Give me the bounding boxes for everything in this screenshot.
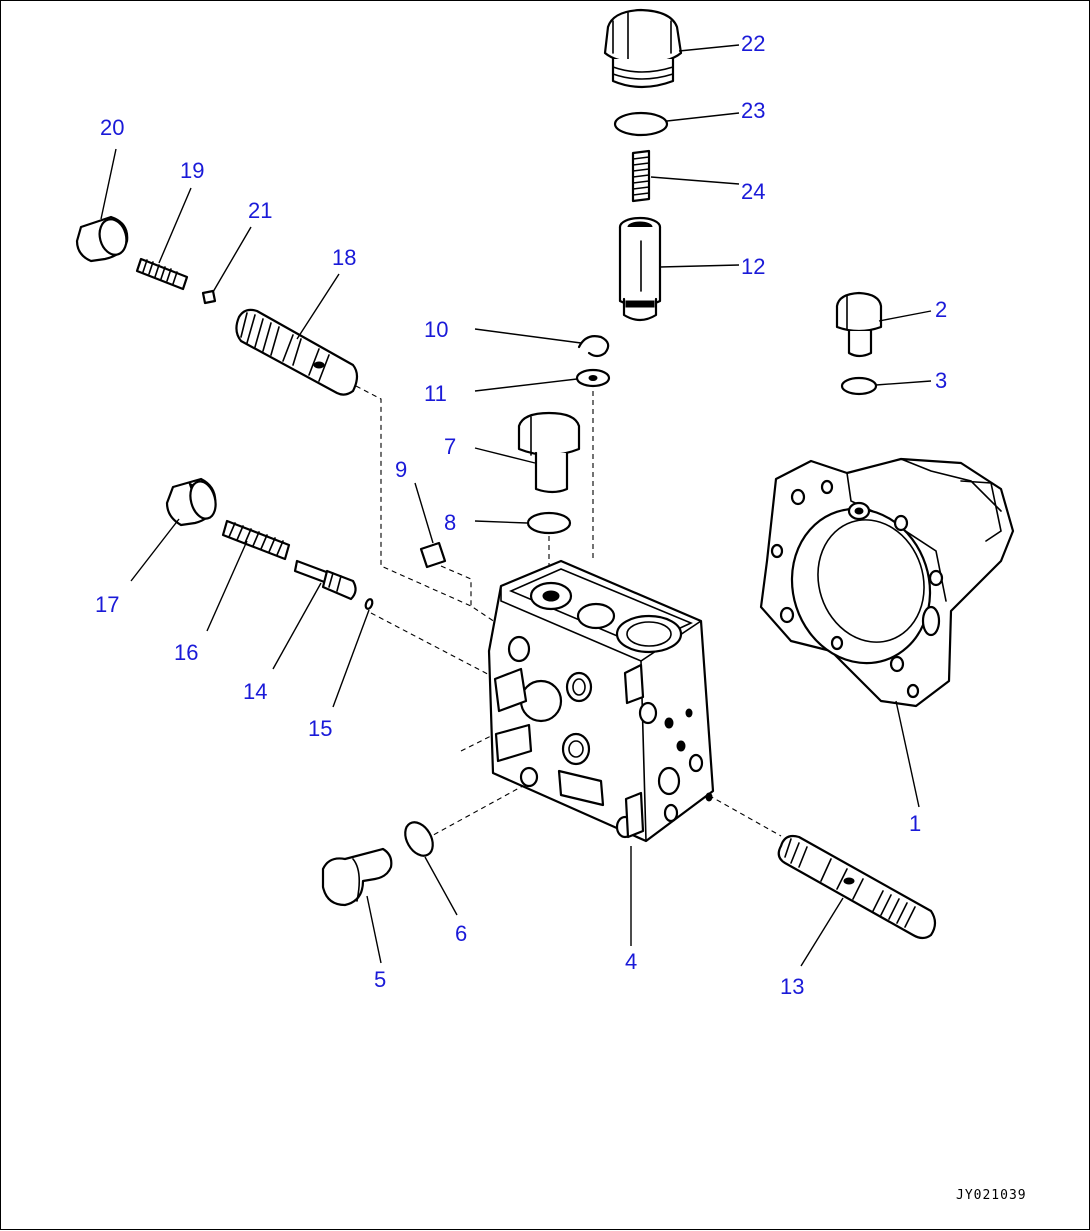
callout-6: 6 xyxy=(455,921,468,946)
callout-12: 12 xyxy=(741,254,766,279)
callout-20: 20 xyxy=(100,115,125,140)
part-8-o-ring xyxy=(526,511,572,535)
assembly-center-lines xyxy=(355,385,782,840)
callout-2: 2 xyxy=(935,297,948,322)
callout-8: 8 xyxy=(444,510,457,535)
part-4-valve-body xyxy=(487,559,715,843)
figure-id: JY021039 xyxy=(956,1188,1027,1203)
callout-7: 7 xyxy=(444,434,457,459)
part-7-plug xyxy=(517,411,581,494)
callout-4: 4 xyxy=(625,949,638,974)
part-10-snap-ring xyxy=(577,335,610,358)
part-19-spring xyxy=(135,257,189,291)
leader-lines xyxy=(100,44,932,967)
part-1-housing xyxy=(759,457,1015,708)
callout-21: 21 xyxy=(248,198,273,223)
callout-19: 19 xyxy=(180,158,205,183)
callout-23: 23 xyxy=(741,98,766,123)
callout-10: 10 xyxy=(424,317,449,342)
callout-5: 5 xyxy=(374,967,387,992)
part-2-plug xyxy=(835,291,883,358)
part-11-washer xyxy=(575,368,611,388)
part-21-seat xyxy=(201,289,217,305)
part-22-plug xyxy=(603,8,683,89)
part-18-spool xyxy=(235,308,359,396)
callout-11: 11 xyxy=(424,381,447,406)
part-3-o-ring xyxy=(840,376,878,396)
part-13-spool xyxy=(777,834,937,940)
callout-3: 3 xyxy=(935,368,948,393)
part-14-piston xyxy=(293,559,357,601)
part-15-o-ring xyxy=(364,598,374,610)
part-9-pin xyxy=(419,541,447,569)
part-16-spring xyxy=(221,519,291,561)
part-23-o-ring xyxy=(613,111,669,137)
callout-1: 1 xyxy=(909,811,922,836)
callout-17: 17 xyxy=(95,592,120,617)
callout-15: 15 xyxy=(308,716,333,741)
callout-24: 24 xyxy=(741,179,766,204)
part-20-cap xyxy=(75,215,129,263)
callout-18: 18 xyxy=(332,245,357,270)
part-12-valve xyxy=(618,216,662,322)
part-6-o-ring xyxy=(404,821,434,857)
callout-9: 9 xyxy=(395,457,408,482)
part-17-sleeve xyxy=(165,477,217,527)
part-24-spring xyxy=(631,149,651,203)
callout-14: 14 xyxy=(243,679,268,704)
part-5-plug xyxy=(321,847,393,907)
callout-13: 13 xyxy=(780,974,805,999)
callout-16: 16 xyxy=(174,640,199,665)
callout-22: 22 xyxy=(741,31,766,56)
